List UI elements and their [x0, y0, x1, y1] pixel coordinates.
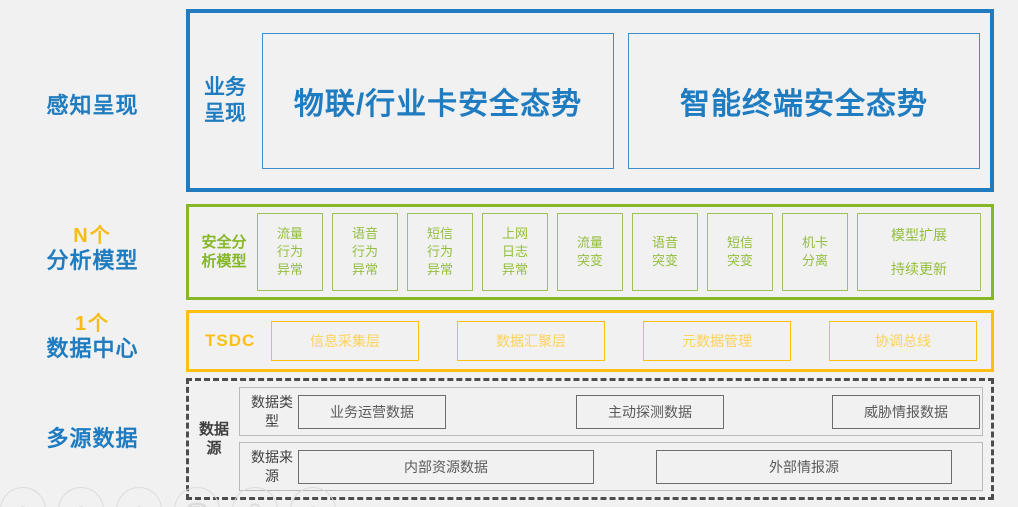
analysis-box-line: 异常: [276, 262, 303, 277]
analysis-box-line: 突变: [651, 253, 678, 268]
datasource-item[interactable]: 威胁情报数据: [832, 394, 980, 429]
analysis-box[interactable]: 机卡 分离: [782, 213, 848, 291]
analysis-box-line: 异常: [426, 262, 453, 277]
analysis-box-line: 流量: [276, 226, 303, 241]
presentation-box[interactable]: 物联/行业卡安全态势: [262, 32, 614, 169]
analysis-box[interactable]: 短信 突变: [707, 213, 773, 291]
datasource-item[interactable]: 主动探测数据: [576, 394, 724, 429]
analysis-box-line: 行为: [426, 244, 453, 259]
analysis-box-line: 异常: [351, 262, 378, 277]
datasource-row: 数据来源 内部资源数据 外部情报源: [239, 442, 983, 491]
analysis-box-line: 上网: [501, 226, 528, 241]
rail-label-multisource: 多源数据: [0, 426, 185, 452]
rail-label-analysis-text: 分析模型: [46, 248, 139, 273]
datasource-item[interactable]: 业务运营数据: [298, 394, 446, 429]
rail-label-multisource-text: 多源数据: [46, 426, 139, 451]
analysis-box-line: 流量: [576, 235, 603, 250]
circle-icon: ○: [0, 487, 46, 507]
datasource-item-list: 内部资源数据 外部情报源: [298, 449, 976, 484]
datasource-row: 数据类型 业务运营数据 主动探测数据 威胁情报数据: [239, 387, 983, 436]
datacenter-box-list: 信息采集层 数据汇聚层 元数据管理 协调总线: [265, 321, 981, 361]
datasource-row-label: 数据类型: [251, 393, 293, 429]
presentation-box[interactable]: 智能终端安全态势: [628, 32, 980, 169]
datacenter-box[interactable]: 协调总线: [829, 321, 977, 361]
home-icon: ⌂: [116, 487, 162, 507]
analysis-box[interactable]: 流量 突变: [557, 213, 623, 291]
analysis-box-line: 行为: [351, 244, 378, 259]
datasource-item[interactable]: 内部资源数据: [298, 449, 594, 484]
gear-icon: ⚙: [232, 487, 278, 507]
datacenter-layer: TSDC 信息采集层 数据汇聚层 元数据管理 协调总线: [186, 310, 994, 372]
analysis-box-line: 突变: [726, 253, 753, 268]
analysis-box-line: 日志: [501, 244, 528, 259]
analysis-box-line: 短信: [726, 235, 753, 250]
analysis-box-list: 流量 行为 异常 语音 行为 异常 短信 行为 异常 上网 日志 异常 流量 突: [249, 213, 981, 291]
analysis-box[interactable]: 上网 日志 异常: [482, 213, 548, 291]
rail-label-datacenter-text: 数据中心: [46, 336, 139, 361]
datasource-item[interactable]: 外部情报源: [656, 449, 952, 484]
analysis-box-line: 语音: [651, 235, 678, 250]
datasource-item-list: 业务运营数据 主动探测数据 威胁情报数据: [298, 394, 980, 429]
rail-count-datacenter: 1个: [74, 313, 111, 335]
rail-label-perception-text: 感知呈现: [46, 93, 139, 118]
analysis-side-label: 安全分析模型: [201, 234, 247, 270]
watermark-icon-row: ○ ○ ⌂ ☎ ⚙ ○: [0, 487, 560, 507]
datasource-row-label: 数据来源: [251, 448, 293, 484]
rail-count-analysis: N个: [73, 225, 112, 247]
datacenter-box[interactable]: 元数据管理: [643, 321, 791, 361]
circle-icon: ○: [58, 487, 104, 507]
datacenter-side-label: TSDC: [205, 331, 256, 350]
analysis-box-line: 短信: [426, 226, 453, 241]
analysis-box-line: 行为: [276, 244, 303, 259]
datacenter-box[interactable]: 数据汇聚层: [457, 321, 605, 361]
analysis-box-line: 持续更新: [891, 261, 947, 277]
datasource-row-list: 数据类型 业务运营数据 主动探测数据 威胁情报数据 数据来源 内部资源数据 外部…: [231, 387, 983, 491]
phone-icon: ☎: [174, 487, 220, 507]
datasource-side-label: 数据源: [198, 421, 229, 457]
analysis-box-line: 分离: [801, 253, 828, 268]
presentation-layer: 业务呈现 物联/行业卡安全态势 智能终端安全态势: [186, 9, 994, 192]
analysis-box-line: 异常: [501, 262, 528, 277]
presentation-box-list: 物联/行业卡安全态势 智能终端安全态势: [250, 32, 980, 169]
analysis-box-line: 模型扩展: [891, 227, 947, 243]
analysis-box[interactable]: 语音 突变: [632, 213, 698, 291]
analysis-box[interactable]: 语音 行为 异常: [332, 213, 398, 291]
analysis-model-layer: 安全分析模型 流量 行为 异常 语音 行为 异常 短信 行为 异常 上网 日志 …: [186, 204, 994, 300]
datasource-layer: 数据源 数据类型 业务运营数据 主动探测数据 威胁情报数据 数据来源 内部资源数…: [186, 378, 994, 500]
rail-label-analysis: N个 分析模型: [0, 224, 185, 274]
analysis-box[interactable]: 短信 行为 异常: [407, 213, 473, 291]
analysis-box-line: 突变: [576, 253, 603, 268]
datacenter-box[interactable]: 信息采集层: [271, 321, 419, 361]
rail-label-perception: 感知呈现: [0, 93, 185, 119]
rail-label-datacenter: 1个 数据中心: [0, 312, 185, 362]
analysis-box-extension[interactable]: 模型扩展 持续更新: [857, 213, 981, 291]
analysis-box-line: 语音: [351, 226, 378, 241]
analysis-box[interactable]: 流量 行为 异常: [257, 213, 323, 291]
circle-icon: ○: [290, 487, 336, 507]
analysis-box-line: 机卡: [801, 235, 828, 250]
presentation-side-label: 业务呈现: [204, 75, 246, 125]
